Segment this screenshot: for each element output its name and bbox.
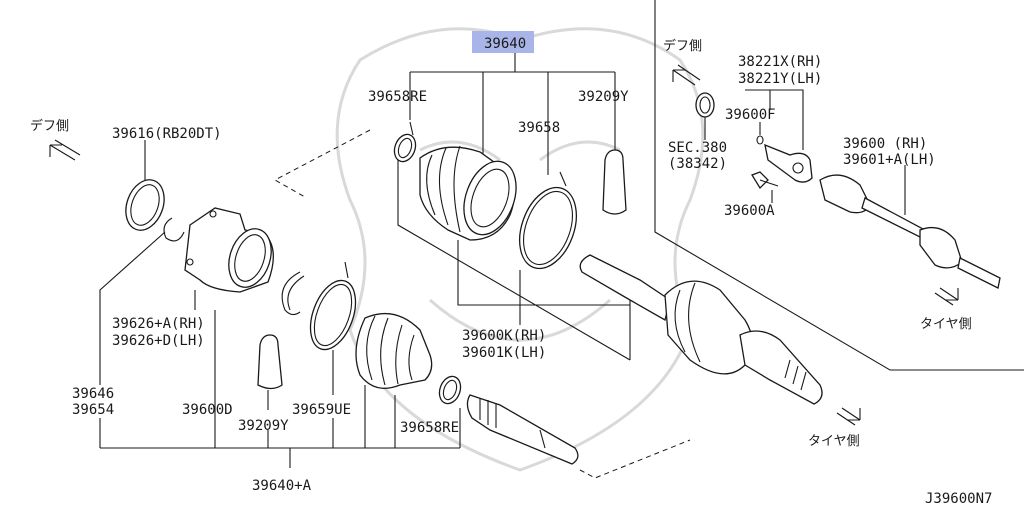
tire-arrow-main (836, 407, 861, 426)
label-39600k-rh: 39600K(RH) (462, 328, 546, 344)
grease-tube-upper (602, 149, 627, 215)
label-39658re-upper: 39658RE (368, 89, 427, 105)
clamp-39658re-upper (393, 121, 417, 163)
assy-highlight-box (472, 31, 534, 53)
label-39601-lh: 39601+A(LH) (843, 152, 936, 168)
inset-frame (654, 0, 1024, 371)
label-39616: 39616(RB20DT) (112, 126, 222, 142)
label-38221x: 38221X(RH) (738, 54, 822, 70)
label-main-assy: 39640 (484, 36, 526, 52)
inset-driveshaft (819, 174, 1001, 289)
label-39209y-lower: 39209Y (238, 418, 289, 434)
ring-39616 (125, 179, 165, 231)
grease-tube-lower (257, 334, 283, 390)
label-39654: 39654 (72, 402, 114, 418)
label-39209y-upper: 39209Y (578, 89, 629, 105)
housing-39626 (184, 207, 274, 293)
label-sec380: SEC.380 (668, 140, 727, 156)
label-39658: 39658 (518, 120, 560, 136)
alignment-dashes (273, 129, 691, 479)
label-dif-side-left: デフ側 (30, 118, 69, 134)
label-tire-side-inset: タイヤ側 (920, 317, 972, 332)
band-39658 (519, 171, 577, 270)
boot-upper (419, 145, 517, 241)
label-dif-side-inset: デフ側 (663, 38, 702, 54)
clamp-39658re-lower (438, 375, 462, 405)
band-39659ue (309, 261, 357, 351)
snap-ring (281, 271, 305, 316)
label-38221y: 38221Y(LH) (738, 71, 822, 87)
oil-seal (695, 92, 715, 118)
label-39600d: 39600D (182, 402, 233, 418)
boot-lower (355, 312, 433, 389)
label-39626-lh: 39626+D(LH) (112, 333, 205, 349)
label-39646: 39646 (72, 386, 114, 402)
label-39600-rh: 39600 (RH) (843, 136, 927, 152)
dif-arrow-left (49, 139, 81, 161)
label-39658re-lower: 39658RE (400, 420, 459, 436)
diagram-id: J39600N7 (925, 491, 992, 507)
label-38342: (38342) (668, 156, 727, 172)
flange-38221 (764, 143, 813, 183)
leader-lines (99, 53, 906, 468)
dif-arrow-inset (672, 64, 701, 86)
bolt-39600a (751, 171, 779, 190)
label-39626-rh: 39626+A(RH) (112, 316, 205, 332)
tire-arrow-inset (934, 287, 959, 306)
small-oring (756, 135, 764, 145)
label-39659ue: 39659UE (292, 402, 351, 418)
label-sub-assy: 39640+A (252, 478, 312, 494)
shaft-main (579, 254, 823, 405)
circlip-39646 (163, 217, 185, 242)
label-39600a: 39600A (724, 203, 775, 219)
label-tire-side-main: タイヤ側 (808, 434, 860, 449)
shaft-lower (466, 394, 579, 465)
label-39601k-lh: 39601K(LH) (462, 345, 546, 361)
label-39600f: 39600F (725, 107, 776, 123)
